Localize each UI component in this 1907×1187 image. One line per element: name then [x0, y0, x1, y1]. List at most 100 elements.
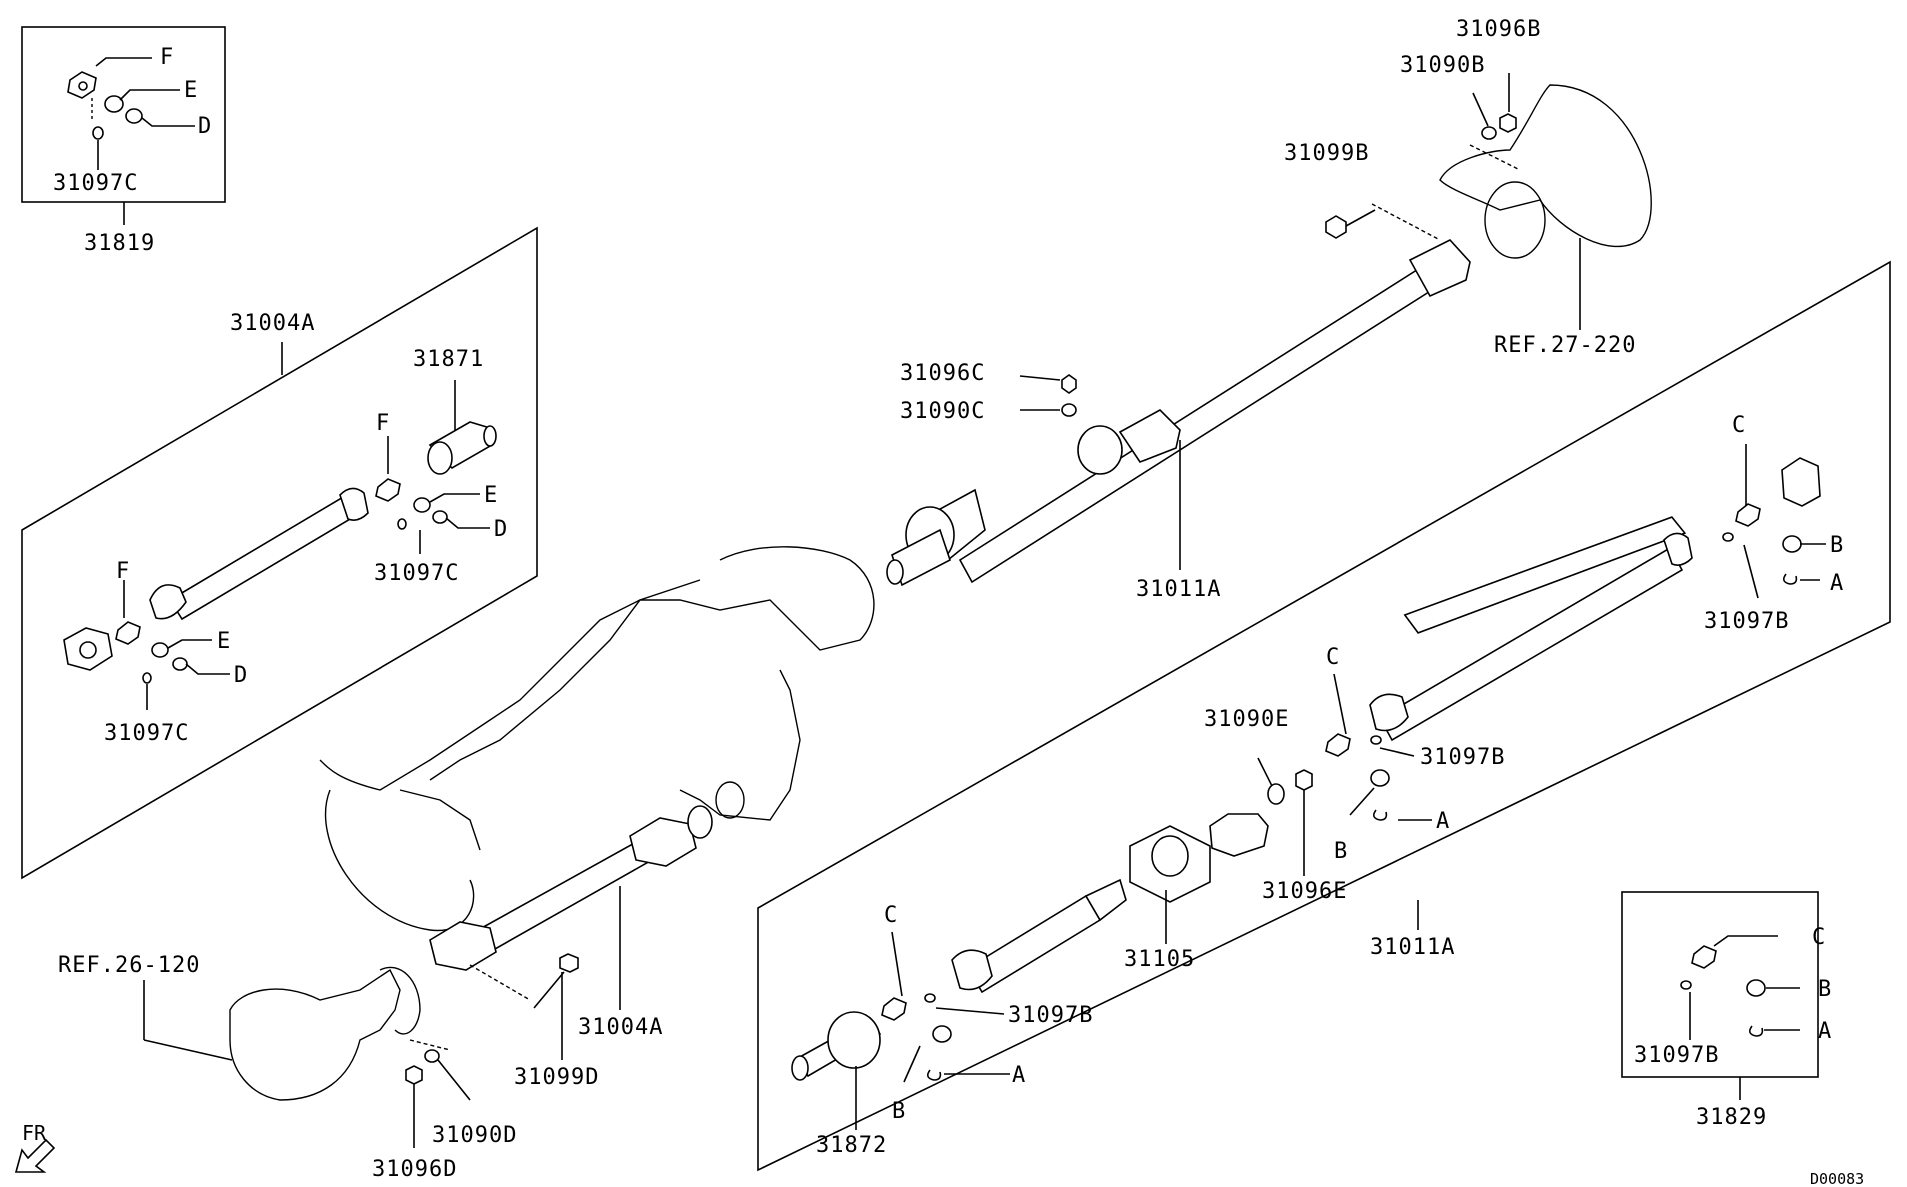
grease-fitting-icon — [1680, 980, 1692, 990]
label-c: C — [1812, 925, 1826, 950]
snap-ring-a-icon — [1372, 809, 1388, 821]
nut-31096b-icon — [1499, 113, 1517, 133]
washer-31090b-icon — [1481, 126, 1497, 140]
label-d: D — [198, 114, 212, 139]
part-number-31004a: 31004A — [230, 311, 315, 336]
part-number-31829: 31829 — [1696, 1105, 1767, 1130]
label-f: F — [376, 411, 390, 436]
front-propeller-shaft-installed — [143, 805, 713, 1148]
label-a: A — [1830, 571, 1844, 596]
snap-ring-icon — [125, 108, 143, 124]
washer-31090c-icon — [1061, 403, 1077, 417]
label-e: E — [184, 78, 198, 103]
label-f: F — [116, 559, 130, 584]
reference-26-120: REF.26-120 — [58, 953, 200, 978]
bearing-cap-b-icon — [1782, 535, 1802, 553]
spider-lower-icon — [115, 621, 141, 645]
label-d: D — [234, 663, 248, 688]
part-number-31097b: 31097B — [1008, 1003, 1093, 1028]
part-number-31872: 31872 — [816, 1133, 887, 1158]
label-b: B — [892, 1099, 906, 1124]
part-number-31090d: 31090D — [432, 1123, 517, 1148]
grease-fitting-icon — [1722, 532, 1734, 542]
rear-shaft-exploded-panel — [757, 260, 1891, 1172]
label-f: F — [160, 45, 174, 70]
part-number-31011a: 31011A — [1370, 935, 1455, 960]
front-shaft-panel — [21, 226, 538, 880]
part-number-31004a: 31004A — [578, 1015, 663, 1040]
spider-upper-icon — [375, 478, 401, 502]
part-number-31011a: 31011A — [1136, 577, 1221, 602]
snap-ring-upper-icon — [432, 510, 448, 524]
label-a: A — [1012, 1063, 1026, 1088]
bearing-cap-icon — [104, 95, 124, 113]
part-number-31096d: 31096D — [372, 1157, 457, 1182]
part-number-31090c: 31090C — [900, 399, 985, 424]
nut-31096e-icon — [1295, 769, 1313, 791]
transfer-housing — [1439, 84, 1652, 259]
snap-ring-a-icon — [1748, 1025, 1764, 1037]
label-b: B — [1830, 533, 1844, 558]
reference-27-220: REF.27-220 — [1494, 333, 1636, 358]
nut-31096c-icon — [1061, 374, 1077, 394]
companion-flange-icon — [63, 627, 113, 671]
part-number-31097c: 31097C — [374, 561, 459, 586]
center-bearing-31105 — [1129, 825, 1211, 903]
spider-icon — [67, 71, 97, 99]
part-number-31105: 31105 — [1124, 947, 1195, 972]
grease-fitting-upper-icon — [397, 518, 407, 530]
snap-ring-lower-icon — [172, 657, 188, 671]
washer-31090d-icon — [424, 1049, 440, 1063]
label-b: B — [1334, 839, 1348, 864]
grease-fitting-icon — [92, 126, 104, 140]
nut-31096d-icon — [405, 1065, 423, 1085]
label-c: C — [884, 903, 898, 928]
part-number-31090b: 31090B — [1400, 53, 1485, 78]
grease-fitting-icon — [1370, 735, 1382, 745]
bolt-31099b-icon — [1325, 209, 1376, 239]
kit-box-31819 — [21, 26, 226, 225]
label-b: B — [1818, 977, 1832, 1002]
diagram-code: D00083 — [1810, 1170, 1864, 1187]
stub-shaft-31872 — [791, 1011, 882, 1081]
label-fr: FR — [22, 1121, 47, 1145]
front-direction-arrow-icon — [14, 1138, 56, 1173]
label-a: A — [1436, 809, 1450, 834]
part-number-31096b: 31096B — [1456, 17, 1541, 42]
grease-fitting-lower-icon — [142, 672, 152, 684]
spider-c-icon — [881, 997, 907, 1021]
front-propeller-shaft — [149, 487, 369, 621]
part-number-31819: 31819 — [84, 231, 155, 256]
bearing-cap-upper-icon — [413, 497, 431, 513]
part-number-31096c: 31096C — [900, 361, 985, 386]
snap-ring-a-icon — [1782, 573, 1798, 585]
center-bearing-icon — [1077, 425, 1123, 475]
part-number-31099b: 31099B — [1284, 141, 1369, 166]
part-number-31099d: 31099D — [514, 1065, 599, 1090]
rear-propeller-shaft-assembly — [886, 73, 1652, 587]
part-number-31097c: 31097C — [53, 171, 138, 196]
bearing-cap-b-icon — [1746, 979, 1766, 997]
label-c: C — [1326, 645, 1340, 670]
part-number-31096e: 31096E — [1262, 879, 1347, 904]
spider-c-icon — [1325, 733, 1351, 757]
label-a: A — [1818, 1019, 1832, 1044]
part-number-31097b: 31097B — [1634, 1043, 1719, 1068]
label-e: E — [484, 483, 498, 508]
bearing-cap-b-icon — [932, 1025, 952, 1043]
part-number-31090e: 31090E — [1204, 707, 1289, 732]
snap-ring-a-icon — [926, 1069, 942, 1081]
kit-box-31829 — [1621, 891, 1819, 1100]
grease-fitting-icon — [924, 993, 936, 1003]
bolt-31099d-icon — [559, 953, 579, 973]
washer-31090e-icon — [1267, 783, 1285, 805]
spider-c-icon — [1735, 503, 1761, 527]
part-number-31097b: 31097B — [1704, 609, 1789, 634]
part-number-31097b: 31097B — [1420, 745, 1505, 770]
label-c: C — [1732, 413, 1746, 438]
transmission-outline — [319, 546, 875, 932]
label-e: E — [217, 629, 231, 654]
part-number-31871: 31871 — [413, 347, 484, 372]
label-d: D — [494, 517, 508, 542]
